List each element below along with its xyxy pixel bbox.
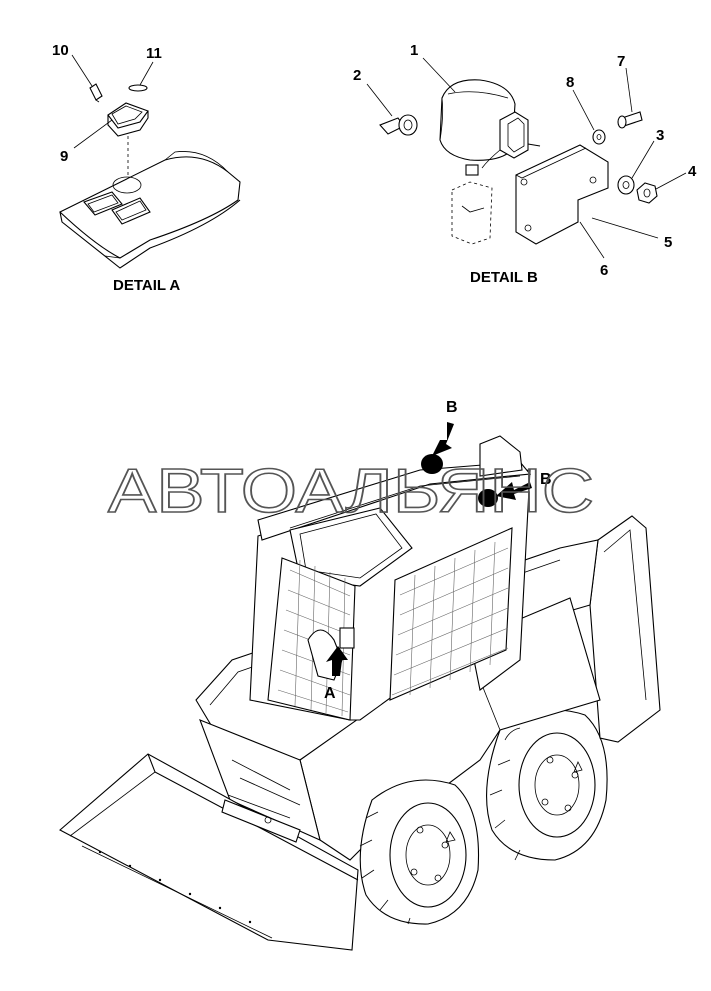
detail-b: 1 2 8 7 3 4 5 6 DETAIL B <box>353 42 697 286</box>
callout-7: 7 <box>617 53 625 70</box>
callout-6: 6 <box>600 262 608 279</box>
callout-10: 10 <box>52 42 69 59</box>
arrow-a <box>326 646 348 676</box>
callout-3: 3 <box>656 127 664 144</box>
detail-a: 10 11 9 DETAIL A <box>52 42 241 294</box>
marker-a: A <box>324 685 336 702</box>
callout-5: 5 <box>664 234 672 251</box>
marker-b-right: B <box>540 471 552 488</box>
callout-8: 8 <box>566 74 574 91</box>
work-light-2 <box>478 489 498 507</box>
bucket <box>59 753 359 951</box>
detail-b-title: DETAIL B <box>470 269 538 286</box>
arrow-b-top <box>432 422 454 456</box>
detail-a-title: DETAIL A <box>113 277 180 294</box>
work-light-1 <box>421 454 443 474</box>
callout-4: 4 <box>688 163 697 180</box>
marker-b-top: B <box>446 399 458 416</box>
callout-9: 9 <box>60 148 68 165</box>
front-tire <box>359 779 480 925</box>
callout-11: 11 <box>146 45 162 62</box>
callout-2: 2 <box>353 67 361 84</box>
arrow-b-right <box>496 482 532 500</box>
callout-1: 1 <box>410 42 418 59</box>
watermark: АВТОАЛЬЯНС <box>108 457 594 526</box>
rear-tire <box>486 709 608 861</box>
skid-steer-loader: B B A <box>59 399 661 951</box>
